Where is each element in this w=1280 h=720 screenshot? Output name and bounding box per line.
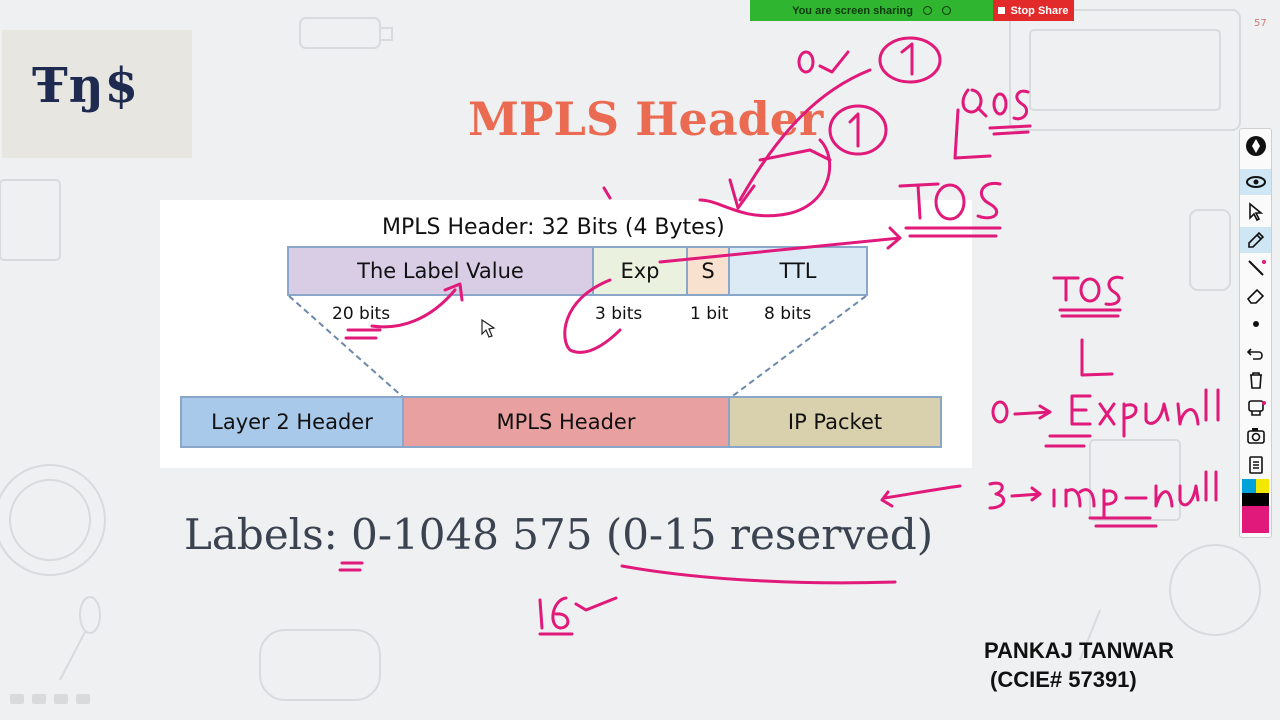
presenter-info: PANKAJ TANWAR (CCIE# 57391)	[984, 636, 1174, 694]
clipboard-icon[interactable]	[1240, 451, 1271, 477]
bits-s: 1 bit	[690, 304, 729, 324]
next-slide-button[interactable]	[76, 694, 90, 704]
line-icon[interactable]	[1240, 255, 1271, 281]
frame-ip-packet: IP Packet	[728, 396, 942, 448]
color-swatch-black-2[interactable]	[1255, 492, 1269, 506]
logo-panel	[2, 30, 192, 158]
color-swatch-pink[interactable]	[1242, 506, 1269, 533]
menu-button[interactable]	[54, 694, 68, 704]
eye-icon[interactable]	[1240, 169, 1271, 195]
camera-icon[interactable]	[1240, 423, 1271, 449]
color-swatch-yellow[interactable]	[1255, 479, 1269, 493]
pointer-icon[interactable]	[1240, 199, 1271, 225]
trash-icon[interactable]	[1240, 367, 1271, 393]
share-security-icon	[941, 6, 951, 15]
presenter-name: PANKAJ TANWAR	[984, 638, 1174, 663]
color-palette-icon[interactable]	[1242, 479, 1269, 533]
stop-share-button[interactable]: Stop Share	[993, 0, 1074, 21]
stamp-icon[interactable]	[1240, 395, 1271, 421]
share-status-icon	[922, 6, 932, 15]
expansion-lines	[288, 295, 867, 399]
cursor-icon	[481, 318, 496, 338]
presenter-credential: (CCIE# 57391)	[990, 667, 1137, 692]
share-status-text: You are screen sharing	[792, 4, 913, 17]
eraser-icon[interactable]	[1240, 283, 1271, 309]
stop-share-label: Stop Share	[1010, 4, 1069, 17]
dot-icon[interactable]	[1240, 311, 1271, 337]
logo: Ŧŋ$	[32, 58, 140, 114]
mpls-header-diagram: MPLS Header: 32 Bits (4 Bytes) The Label…	[160, 200, 972, 468]
highlighter-icon[interactable]	[1240, 227, 1271, 253]
pen-logo-icon[interactable]	[1240, 131, 1271, 161]
slide-title: MPLS Header	[468, 92, 824, 146]
color-swatch-cyan[interactable]	[1242, 479, 1256, 493]
annotation-toolbar	[1239, 128, 1272, 538]
screen-share-bar: You are screen sharing Stop Share	[750, 0, 1074, 21]
pen-tool-button[interactable]	[32, 694, 46, 704]
field-label-value: The Label Value	[287, 246, 594, 296]
bits-ttl: 8 bits	[764, 304, 812, 324]
share-status: You are screen sharing	[750, 0, 993, 21]
frame-layer2-header: Layer 2 Header	[180, 396, 404, 448]
labels-range-text: Labels: 0-1048 575 (0-15 reserved)	[184, 510, 934, 559]
undo-icon[interactable]	[1240, 339, 1271, 365]
stop-icon	[998, 7, 1006, 14]
frame-mpls-header: MPLS Header	[402, 396, 730, 448]
color-swatch-black[interactable]	[1242, 492, 1256, 506]
slide-nav-controls	[10, 694, 90, 704]
prev-slide-button[interactable]	[10, 694, 24, 704]
page-number: 57	[1254, 18, 1267, 29]
